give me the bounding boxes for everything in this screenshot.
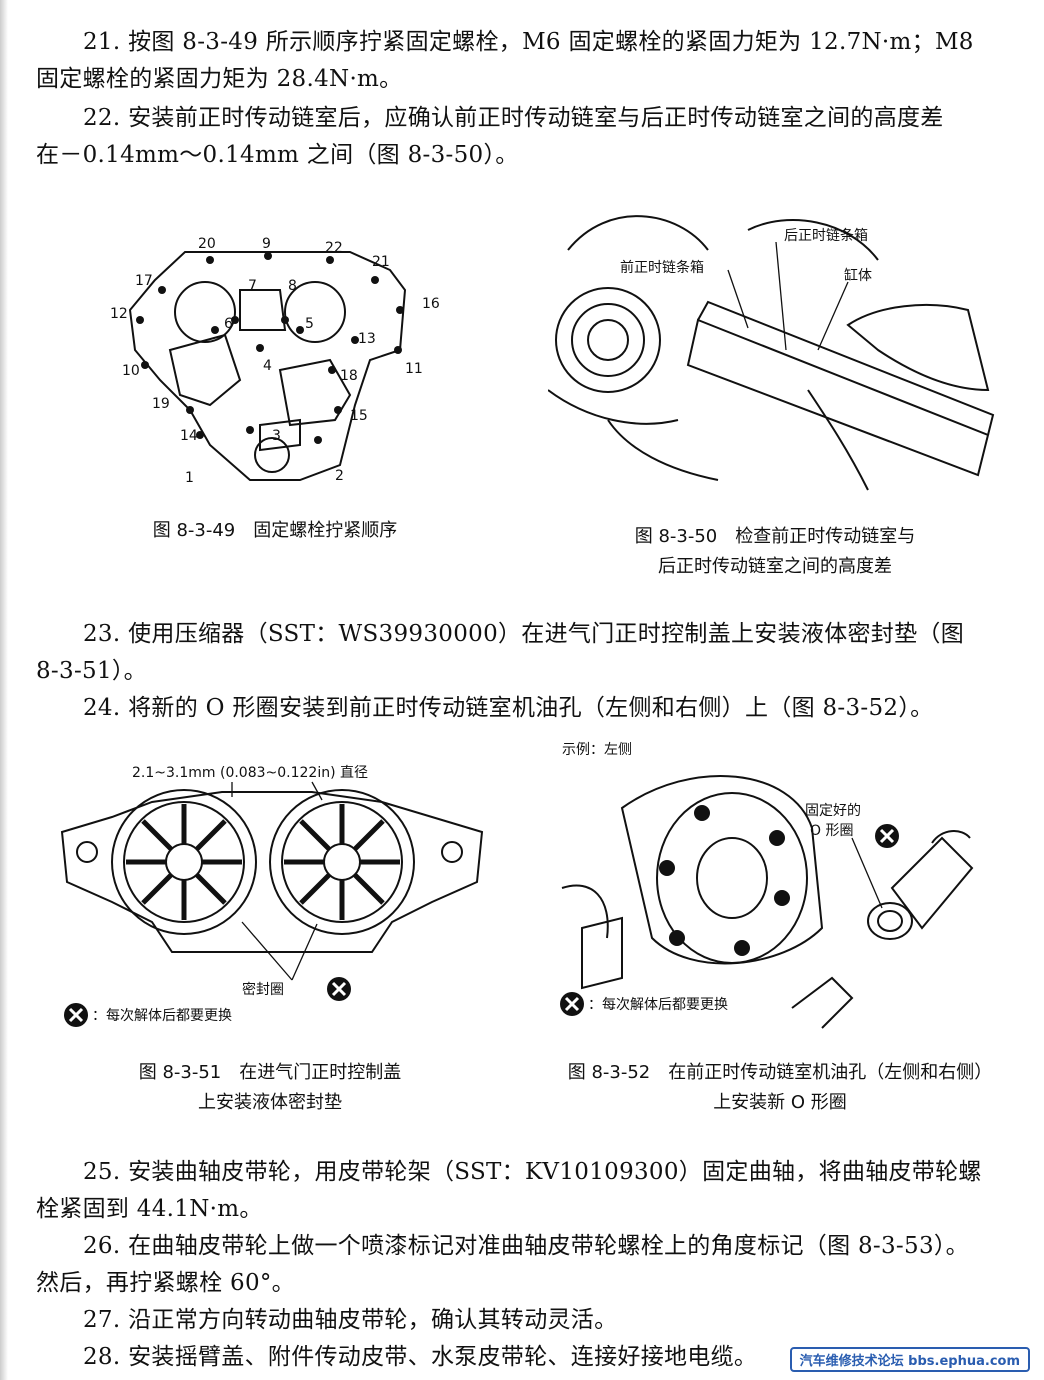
figure-8-3-52-caption: 图 8-3-52 在前正时传动链室机油孔（左侧和右侧） 上安装新 O 形圈: [520, 1058, 1040, 1118]
step-27: 27. 沿正常方向转动曲轴皮带轮，确认其转动灵活。: [36, 1302, 1021, 1339]
step-25: 25. 安装曲轴皮带轮，用皮带轮架（SST：KV10109300）固定曲轴，将曲…: [36, 1154, 1021, 1228]
bolt-label-5: 5: [305, 316, 314, 332]
bolt-label-13: 13: [358, 331, 376, 347]
figure-8-3-51-seal-diagram: 2.1~3.1mm (0.083~0.122in) 直径 密封圈 ：每次解体后都…: [60, 764, 484, 1027]
label-seal: 密封圈: [242, 981, 284, 998]
figure-8-3-51-caption-line-2: 上安装液体密封垫: [198, 1092, 342, 1113]
figure-8-3-50-caption: 图 8-3-50 检查前正时传动链室与 后正时传动链室之间的高度差: [560, 522, 990, 582]
step-23: 23. 使用压缩器（SST：WS39930000）在进气门正时控制盖上安装液体密…: [36, 616, 1021, 690]
bolt-label-8: 8: [288, 278, 297, 294]
step-24: 24. 将新的 O 形圈安装到前正时传动链室机油孔（左侧和右侧）上（图 8-3-…: [36, 690, 1021, 727]
figure-8-3-51-caption: 图 8-3-51 在进气门正时控制盖 上安装液体密封垫: [100, 1058, 440, 1118]
bolt-label-19: 19: [152, 396, 170, 412]
step-22-line-1: 22. 安装前正时传动链室后，应确认前正时传动链室与后正时传动链室之间的高度差: [83, 105, 944, 131]
figure-8-3-50-caption-line-2: 后正时传动链室之间的高度差: [658, 556, 892, 577]
replace-legend-icon-2: [560, 992, 584, 1016]
bolt-label-20: 20: [198, 236, 216, 252]
label-replace-every-time-2: ：每次解体后都要更换: [588, 996, 728, 1013]
bolt-label-3: 3: [272, 428, 281, 444]
label-bead-diameter: 2.1~3.1mm (0.083~0.122in) 直径: [132, 764, 368, 781]
bolt-label-21: 21: [372, 254, 390, 270]
bolt-label-10: 10: [122, 363, 140, 379]
step-28: 28. 安装摇臂盖、附件传动皮带、水泵皮带轮、连接好接地电缆。: [36, 1339, 1021, 1376]
label-cylinder-block: 缸体: [844, 267, 872, 284]
bolt-label-7: 7: [248, 278, 257, 294]
step-22: 22. 安装前正时传动链室后，应确认前正时传动链室与后正时传动链室之间的高度差 …: [36, 100, 1021, 174]
label-example-left-side: 示例：左侧: [562, 742, 632, 758]
bolt-label-1: 1: [185, 470, 194, 486]
step-21: 21. 按图 8-3-49 所示顺序拧紧固定螺栓，M6 固定螺栓的紧固力矩为 1…: [36, 24, 1021, 98]
step-25-line-2: 栓紧固到 44.1N·m。: [36, 1196, 263, 1222]
step-23-line-1: 23. 使用压缩器（SST：WS39930000）在进气门正时控制盖上安装液体密…: [83, 621, 965, 647]
step-21-line-1: 21. 按图 8-3-49 所示顺序拧紧固定螺栓，M6 固定螺栓的紧固力矩为 1…: [83, 29, 974, 55]
step-24-line-1: 24. 将新的 O 形圈安装到前正时传动链室机油孔（左侧和右侧）上（图 8-3-…: [83, 695, 934, 721]
bolt-label-16: 16: [422, 296, 440, 312]
figure-8-3-50-caption-line-1: 图 8-3-50 检查前正时传动链室与: [634, 526, 916, 547]
label-rear-chain-case: 后正时链条箱: [784, 227, 868, 244]
label-replace-every-time: ：每次解体后都要更换: [92, 1007, 232, 1024]
label-front-chain-case: 前正时链条箱: [620, 259, 704, 276]
bolt-label-11: 11: [405, 361, 423, 377]
figure-8-3-51-caption-line-1: 图 8-3-51 在进气门正时控制盖: [138, 1062, 402, 1083]
label-oring-line-2: O 形圈: [810, 823, 853, 839]
step-27-line-1: 27. 沿正常方向转动曲轴皮带轮，确认其转动灵活。: [83, 1307, 618, 1333]
figure-8-3-52-caption-line-1: 图 8-3-52 在前正时传动链室机油孔（左侧和右侧）: [567, 1062, 993, 1083]
bolt-label-6: 6: [224, 316, 233, 332]
figure-8-3-49-caption: 图 8-3-49 固定螺栓拧紧顺序: [152, 520, 398, 541]
figure-8-3-50-height-check-photo: 后正时链条箱 前正时链条箱 缸体: [548, 215, 995, 491]
figure-8-3-52-oring-photo: 示例：左侧 固定好的 O 形圈 ：每次解体后都要更换: [560, 742, 974, 1029]
bolt-label-15: 15: [350, 408, 368, 424]
step-22-line-2: 在－0.14mm～0.14mm 之间（图 8-3-50）。: [36, 142, 519, 168]
bolt-label-2: 2: [335, 468, 344, 484]
bolt-label-17: 17: [135, 273, 153, 289]
bolt-label-12: 12: [110, 306, 128, 322]
label-oring-line-1: 固定好的: [805, 803, 861, 819]
step-26-line-1: 26. 在曲轴皮带轮上做一个喷漆标记对准曲轴皮带轮螺栓上的角度标记（图 8-3-…: [83, 1233, 969, 1259]
forum-watermark: 汽车维修技术论坛 bbs.ephua.com: [789, 1347, 1030, 1372]
figure-8-3-52-caption-line-2: 上安装新 O 形圈: [713, 1092, 847, 1113]
bolt-label-18: 18: [340, 368, 358, 384]
figure-8-3-49-timing-cover-diagram: 20 9 22 21 17 16 12 7 8 6 5 13 4 10 11 1…: [110, 236, 440, 486]
bolt-label-14: 14: [180, 428, 198, 444]
step-26: 26. 在曲轴皮带轮上做一个喷漆标记对准曲轴皮带轮螺栓上的角度标记（图 8-3-…: [36, 1228, 1021, 1302]
replace-legend-icon: [64, 1003, 88, 1027]
oring-replace-icon: [875, 824, 899, 848]
step-23-line-2: 8-3-51）。: [36, 658, 147, 684]
step-21-line-2: 固定螺栓的紧固力矩为 28.4N·m。: [36, 66, 403, 92]
bolt-label-9: 9: [262, 236, 271, 252]
step-26-line-2: 然后，再拧紧螺栓 60°。: [36, 1270, 295, 1296]
scan-edge-shadow: [0, 0, 8, 1380]
bolt-label-4: 4: [263, 358, 272, 374]
replace-icon: [327, 977, 351, 1001]
step-25-line-1: 25. 安装曲轴皮带轮，用皮带轮架（SST：KV10109300）固定曲轴，将曲…: [83, 1159, 982, 1185]
bolt-label-22: 22: [325, 240, 343, 256]
step-28-line-1: 28. 安装摇臂盖、附件传动皮带、水泵皮带轮、连接好接地电缆。: [83, 1344, 758, 1370]
